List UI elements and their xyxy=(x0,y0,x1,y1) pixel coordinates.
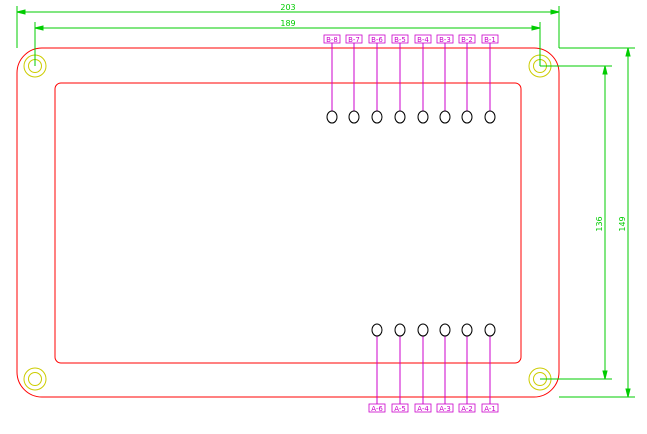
pin-label-b-2: B-2 xyxy=(461,36,473,44)
pin-a-1: A-1 xyxy=(481,323,499,413)
dimension-hole-spacing-y-label: 136 xyxy=(595,216,604,231)
pin-label-a-5: A-5 xyxy=(394,405,406,413)
pin-label-a-3: A-3 xyxy=(439,405,451,413)
pin-a-6: A-6 xyxy=(368,323,386,413)
pin-label-b-5: B-5 xyxy=(394,36,406,44)
header-a-pins: A-6 A-5 A-4 A-3 A-2 xyxy=(368,323,499,413)
pin-b-1: B-1 xyxy=(481,34,499,124)
mount-hole-bottom-left xyxy=(23,367,47,391)
pin-a-4: A-4 xyxy=(414,323,432,413)
pin-b-6: B-6 xyxy=(368,34,386,124)
pin-label-b-4: B-4 xyxy=(417,36,429,44)
dimension-hole-spacing-y xyxy=(540,65,612,380)
pin-b-3: B-3 xyxy=(436,34,454,124)
dimension-overall-height xyxy=(559,47,635,398)
pin-label-b-1: B-1 xyxy=(484,36,496,44)
dimension-hole-spacing-x xyxy=(34,22,541,66)
board-outline xyxy=(16,47,560,398)
pin-label-a-2: A-2 xyxy=(461,405,473,413)
pin-a-3: A-3 xyxy=(436,323,454,413)
pin-label-b-3: B-3 xyxy=(439,36,451,44)
dimension-overall-height-label: 149 xyxy=(618,216,627,231)
dimension-overall-width xyxy=(16,6,560,48)
pin-label-a-4: A-4 xyxy=(417,405,429,413)
pin-b-4: B-4 xyxy=(414,34,432,124)
dimension-overall-width-label: 203 xyxy=(280,3,295,12)
pin-label-a-1: A-1 xyxy=(484,405,496,413)
header-b-pins: B-8 B-7 B-6 B-5 B-4 xyxy=(323,34,499,124)
pin-label-a-6: A-6 xyxy=(371,405,383,413)
display-window xyxy=(54,82,522,364)
pin-a-5: A-5 xyxy=(391,323,409,413)
pin-label-b-6: B-6 xyxy=(371,36,383,44)
pin-b-5: B-5 xyxy=(391,34,409,124)
pin-label-b-7: B-7 xyxy=(348,36,360,44)
pin-a-2: A-2 xyxy=(458,323,476,413)
pin-label-b-8: B-8 xyxy=(326,36,338,44)
pin-b-8: B-8 xyxy=(323,34,341,124)
dimension-hole-spacing-x-label: 189 xyxy=(280,19,295,28)
pin-b-7: B-7 xyxy=(345,34,363,124)
pin-b-2: B-2 xyxy=(458,34,476,124)
